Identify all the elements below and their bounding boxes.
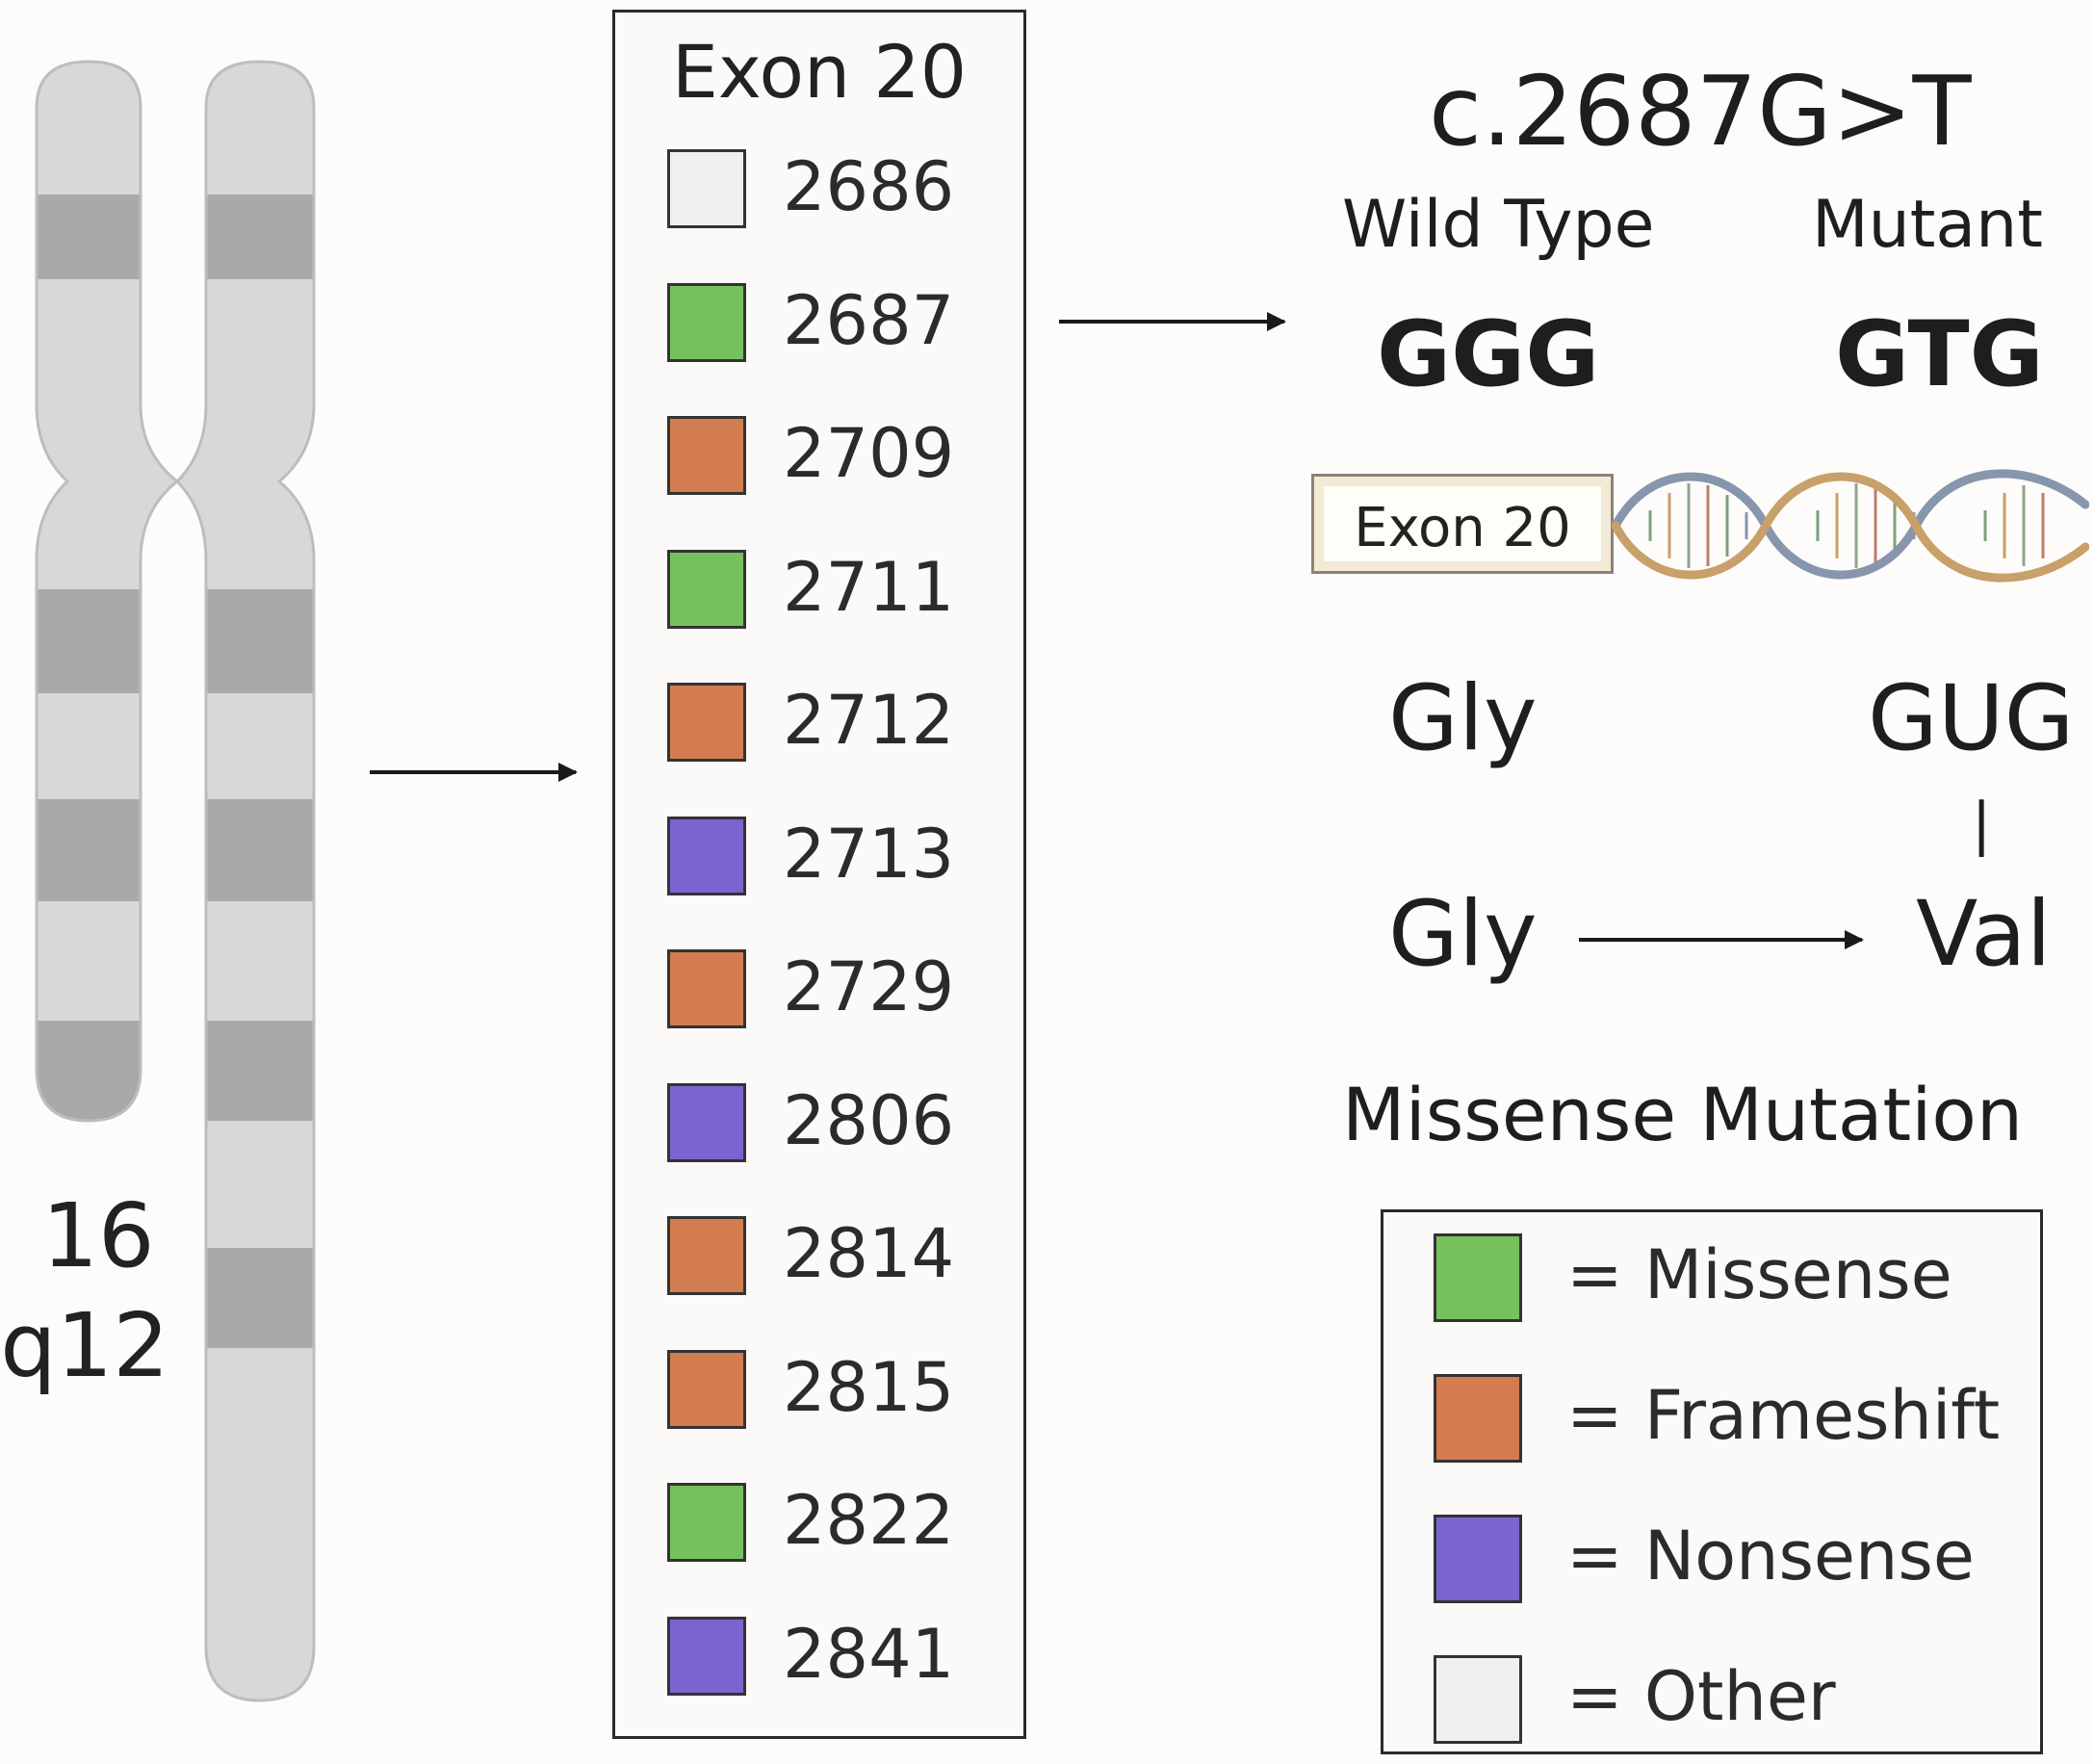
wild-codon: GGG [1377, 302, 1600, 407]
mutant-codon: GTG [1835, 302, 2044, 407]
exon-tag-label: Exon 20 [1354, 497, 1571, 559]
exon-position-label: 2712 [783, 681, 955, 760]
mutation-type-swatch [667, 1083, 746, 1162]
legend-label: = Frameshift [1566, 1376, 2001, 1455]
wild-amino-acid: Gly [1388, 666, 1538, 771]
exon-panel-title: Exon 20 [671, 29, 968, 115]
exon-position-label: 2713 [783, 815, 955, 894]
exon-position-label: 2814 [783, 1214, 955, 1293]
mutation-type-swatch [667, 949, 746, 1028]
mutation-type-swatch [667, 1483, 746, 1562]
legend-swatch [1434, 1233, 1522, 1322]
exon-position-label: 2686 [783, 147, 955, 226]
to-amino-acid: Val [1916, 882, 2052, 987]
codon-connector: | [1972, 791, 1992, 858]
legend-swatch [1434, 1655, 1522, 1744]
exon-position-label: 2815 [783, 1348, 955, 1427]
dna-helix-icon [1612, 469, 2089, 583]
exon-tag: Exon 20 [1311, 474, 1614, 574]
chromosome-number: 16 [41, 1184, 155, 1287]
exon-position-label: 2709 [783, 414, 955, 493]
mutation-type-swatch [667, 550, 746, 629]
exon-position-label: 2687 [783, 281, 955, 360]
mutation-type-swatch [667, 416, 746, 495]
exon-position-label: 2806 [783, 1081, 955, 1160]
wild-type-label: Wild Type [1342, 187, 1655, 263]
from-amino-acid: Gly [1388, 882, 1538, 987]
chromosome-illustration [35, 60, 316, 1702]
mutant-label: Mutant [1812, 187, 2043, 263]
chromosome-band: q12 [0, 1294, 169, 1397]
mutant-rna-codon: GUG [1868, 666, 2075, 771]
legend-swatch [1434, 1515, 1522, 1603]
mutation-type-swatch [667, 683, 746, 762]
exon-position-label: 2822 [783, 1481, 955, 1560]
legend-swatch [1434, 1374, 1522, 1463]
exon-20-panel: Exon 20 2686 2687 2709 2711 2712 2713 2729 2806… [612, 10, 1026, 1739]
exon-position-label: 2729 [783, 947, 955, 1026]
mutation-type-swatch [667, 149, 746, 228]
mutation-type-swatch [667, 1216, 746, 1295]
mutation-type-swatch [667, 1617, 746, 1696]
mutation-type-swatch [667, 817, 746, 895]
mutation-type-swatch [667, 283, 746, 362]
legend: = Missense = Frameshift = Nonsense = Other [1381, 1209, 2043, 1754]
legend-label: = Missense [1566, 1235, 1952, 1314]
exon-position-label: 2841 [783, 1615, 955, 1694]
legend-label: = Other [1566, 1657, 1836, 1736]
mutation-type-swatch [667, 1350, 746, 1429]
legend-label: = Nonsense [1566, 1517, 1975, 1595]
mutation-title: c.2687G>T [1429, 55, 1972, 168]
mutation-caption: Missense Mutation [1342, 1072, 2024, 1157]
exon-position-label: 2711 [783, 548, 955, 627]
